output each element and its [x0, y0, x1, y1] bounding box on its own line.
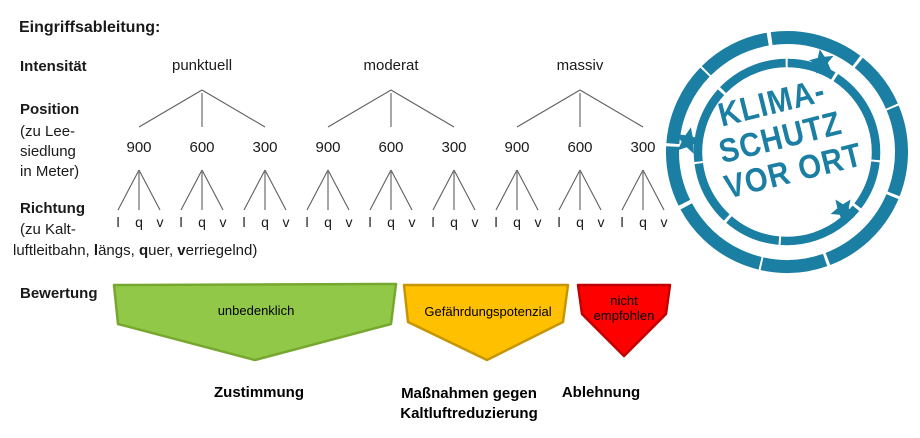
row-label-position: Position: [20, 101, 80, 118]
direction-letter: l: [116, 214, 120, 230]
tree-branch-line: [579, 169, 602, 211]
rating-shape-unbedenklich: [112, 282, 398, 362]
direction-letter: l: [620, 214, 624, 230]
direction-note-text: luftleitbahn,: [13, 242, 94, 259]
tree-branch-line: [516, 169, 539, 211]
direction-letter: q: [576, 214, 584, 230]
rating-shape-nicht-empfohlen: [576, 283, 672, 358]
tree-branch-line: [390, 169, 413, 211]
tree-branch-line: [138, 169, 161, 211]
direction-letter: v: [471, 214, 479, 230]
direction-letter: q: [387, 214, 395, 230]
direction-letter: v: [408, 214, 416, 230]
direction-note-line1: (zu Kalt-: [20, 221, 76, 238]
direction-letter-key: v: [177, 242, 186, 259]
distance-label: 900: [504, 139, 530, 156]
distance-label: 600: [189, 139, 215, 156]
rating-label-nicht-empfohlen: nicht empfohlen: [593, 293, 655, 323]
direction-letter: l: [368, 214, 372, 230]
position-note: (zu Lee- siedlung in Meter): [20, 123, 80, 180]
tree-branch-line: [432, 169, 455, 211]
distance-label: 300: [252, 139, 278, 156]
direction-letter-key: l: [93, 242, 99, 259]
outcome-massnahmen: Maßnahmen gegen Kaltluftreduzierung: [400, 385, 538, 422]
direction-letter: q: [513, 214, 521, 230]
tree-branch-line: [390, 89, 455, 128]
intensity-label: moderat: [363, 57, 419, 74]
tree-branch-line: [180, 169, 203, 211]
direction-letter: q: [135, 214, 143, 230]
tree-branch-line: [243, 169, 266, 211]
intensity-label: massiv: [556, 57, 604, 74]
tree-branch-line: [495, 169, 518, 211]
row-label-intensitaet: Intensität: [20, 58, 87, 75]
tree-branch-line: [327, 89, 392, 128]
direction-letter: l: [305, 214, 309, 230]
direction-letter: l: [242, 214, 246, 230]
outcome-ablehnung: Ablehnung: [561, 384, 641, 401]
distance-label: 600: [567, 139, 593, 156]
direction-letter: l: [557, 214, 561, 230]
rating-label-unbedenklich: unbedenklich: [217, 303, 295, 318]
direction-note-text: uer,: [148, 242, 178, 259]
distance-label: 600: [378, 139, 404, 156]
page-title: Eingriffsableitung:: [19, 19, 161, 36]
tree-branch-line: [201, 169, 224, 211]
tree-branch-line: [327, 169, 350, 211]
direction-note-text: erriegelnd): [185, 242, 258, 259]
distance-label: 300: [441, 139, 467, 156]
direction-letter: v: [282, 214, 290, 230]
tree-branch-line: [558, 169, 581, 211]
distance-label: 300: [630, 139, 656, 156]
distance-label: 900: [126, 139, 152, 156]
direction-letter: q: [639, 214, 647, 230]
direction-letter: v: [156, 214, 164, 230]
tree-branch-line: [621, 169, 644, 211]
direction-letter: v: [345, 214, 353, 230]
outcome-zustimmung: Zustimmung: [214, 384, 304, 401]
direction-letter: q: [450, 214, 458, 230]
direction-letter: q: [261, 214, 269, 230]
tree-branch-line: [117, 169, 140, 211]
intensity-label: punktuell: [171, 57, 233, 74]
distance-label: 900: [315, 139, 341, 156]
direction-letter: l: [431, 214, 435, 230]
tree-branch-line: [138, 89, 203, 128]
direction-letter: v: [597, 214, 605, 230]
tree-branch-line: [453, 169, 476, 211]
direction-note-line2: luftleitbahn, längs, quer, verriegelnd): [13, 242, 257, 259]
direction-letter-key: q: [138, 242, 149, 259]
direction-letter: q: [198, 214, 206, 230]
tree-branch-line: [201, 89, 266, 128]
direction-letter: v: [534, 214, 542, 230]
tree-branch-line: [264, 169, 287, 211]
rating-label-gefaehrdungspotenzial: Gefährdungspotenzial: [424, 304, 552, 319]
direction-letter: l: [494, 214, 498, 230]
direction-letter: v: [660, 214, 668, 230]
direction-letter: q: [324, 214, 332, 230]
tree-connector-lines: [117, 89, 665, 211]
row-label-richtung: Richtung: [20, 200, 85, 217]
row-label-bewertung: Bewertung: [20, 285, 98, 302]
tree-branch-line: [306, 169, 329, 211]
direction-letter: l: [179, 214, 183, 230]
direction-note-text: ängs,: [98, 242, 139, 259]
tree-branch-line: [369, 169, 392, 211]
tree-branch-line: [642, 169, 665, 211]
rating-shape-gefaehrdungspotenzial: [402, 283, 570, 362]
direction-letter: v: [219, 214, 227, 230]
tree-branch-line: [516, 89, 581, 128]
tree-branch-line: [579, 89, 644, 128]
